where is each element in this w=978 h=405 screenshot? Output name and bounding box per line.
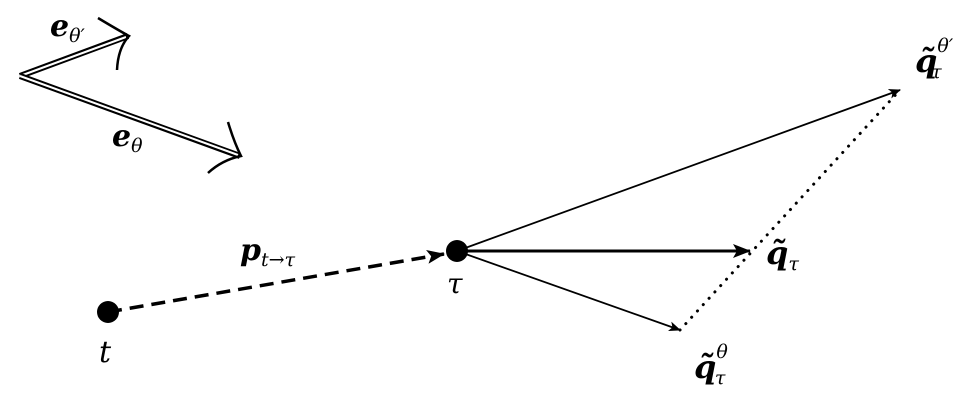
arrowhead-icon (207, 121, 243, 174)
point-t (97, 301, 119, 323)
dotted-connector (678, 88, 902, 332)
label-q-tau: q̃τ (766, 234, 799, 275)
label-p-t-to-tau: pt→τ (240, 233, 296, 271)
arrow-q-tau-theta (456, 250, 681, 332)
label-e-theta: eθ (112, 119, 143, 157)
label-q-tau-theta-prime: q̃θ′τ (915, 35, 954, 83)
label-tau: τ (447, 267, 463, 300)
basis-vector-e-theta-prime (18, 16, 131, 79)
label-e-theta-prime: eθ′ (50, 9, 86, 47)
label-t: t (99, 335, 112, 370)
point-tau (446, 240, 468, 262)
displacement-arrow-p (107, 249, 445, 314)
basis-vector-e-theta (18, 73, 243, 174)
arrowhead-icon (97, 16, 131, 71)
arrow-q-tau-theta-prime (456, 89, 901, 252)
